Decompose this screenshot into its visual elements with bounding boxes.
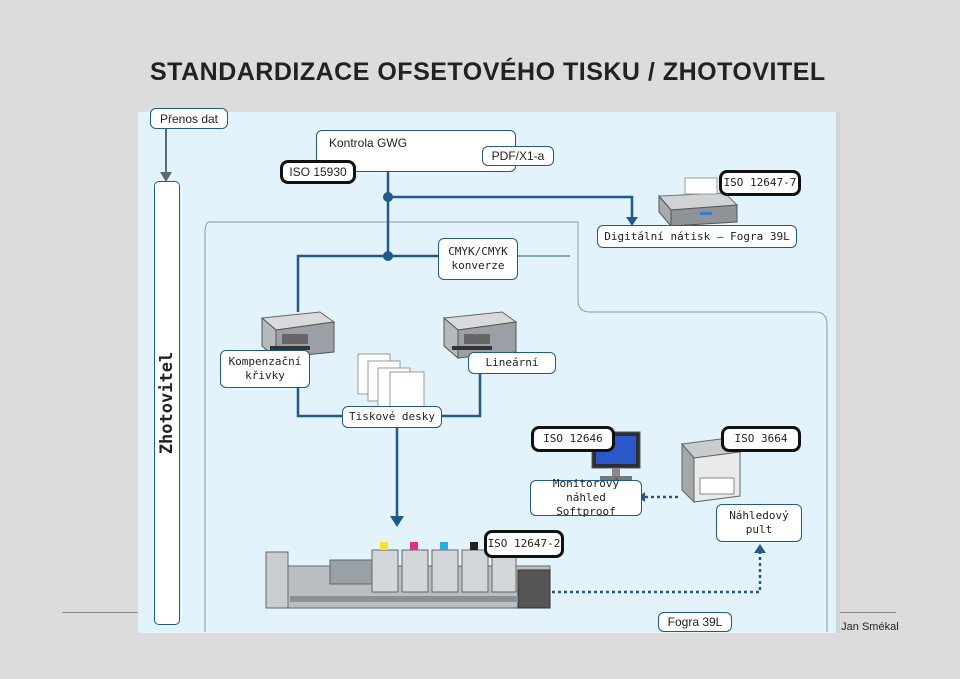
press-to-booth-dotted-link: [552, 552, 762, 594]
cmyk-left-branch: [296, 254, 388, 312]
node-cmyk-label-2: konverze: [451, 259, 505, 272]
footer-divider-left: [62, 612, 142, 613]
node-iso-12647-2-label: ISO 12647-2: [487, 537, 561, 550]
footer-divider-right: [838, 612, 896, 613]
node-iso-15930: ISO 15930: [280, 160, 356, 184]
node-pdf-x1a: PDF/X1-a: [482, 146, 554, 166]
press-to-booth-arrowhead: [754, 544, 766, 553]
viewing-booth-icon: [681, 437, 741, 504]
comp-to-plates-line: [296, 386, 344, 418]
footer-author: 2 Jan Smékal: [832, 621, 899, 633]
node-fogra-39l-label: Fogra 39L: [667, 615, 723, 629]
node-linearni-label: Lineární: [485, 356, 539, 369]
node-prenos-dat-label: Přenos dat: [159, 111, 219, 126]
laser-printer-icon-2: [442, 311, 518, 360]
node-monitorovy-label-1: Monitorový náhled: [552, 477, 620, 504]
node-iso-12646: ISO 12646: [531, 426, 615, 452]
prenos-dat-arrowhead: [160, 172, 172, 182]
node-fogra-39l: Fogra 39L: [658, 612, 732, 632]
offset-press-icon: [265, 542, 551, 609]
node-tiskove-desky: Tiskové desky: [342, 406, 442, 428]
node-prenos-dat: Přenos dat: [150, 108, 228, 129]
side-label-zhotovitel: Zhotovitel: [154, 181, 180, 625]
to-digital-proof-line: [388, 195, 634, 220]
node-iso-3664-label: ISO 3664: [734, 432, 788, 445]
node-nahledovy-label-2: pult: [745, 523, 773, 536]
panel-edge: [836, 112, 840, 633]
node-digitalni-natisk-label: Digitální nátisk – Fogra 39L: [604, 229, 790, 243]
node-linearni: Lineární: [468, 352, 556, 374]
node-iso-12647-7: ISO 12647-7: [719, 170, 801, 196]
linear-to-plates-line: [440, 372, 482, 418]
inkjet-printer-icon: [657, 177, 739, 228]
node-iso-15930-label: ISO 15930: [289, 165, 347, 179]
plates-to-press-arrowhead: [390, 516, 404, 527]
node-iso-12647-7-label: ISO 12647-7: [723, 176, 797, 189]
node-nahledovy-label-1: Náhledový: [729, 509, 789, 522]
node-iso-12647-2: ISO 12647-2: [484, 530, 564, 558]
node-monitorovy-label-2: Softproof: [556, 505, 616, 518]
node-tiskove-desky-label: Tiskové desky: [348, 410, 436, 423]
node-kompenzacni-label-2: křivky: [245, 369, 285, 382]
zhotovitel-frame: [204, 221, 828, 632]
laser-printer-icon: [260, 311, 336, 360]
node-kontrola-gwg-label: Kontrola GWG: [329, 136, 408, 150]
node-kompenzacni-label-1: Kompenzační: [228, 355, 302, 368]
node-iso-12646-label: ISO 12646: [543, 432, 603, 445]
node-cmyk-label-1: CMYK/CMYK: [448, 245, 508, 258]
node-pdf-x1a-label: PDF/X1-a: [491, 149, 545, 163]
page-title: STANDARDIZACE OFSETOVÉHO TISKU / ZHOTOVI…: [150, 58, 826, 86]
side-label-text: Zhotovitel: [157, 351, 177, 455]
node-digitalni-natisk: Digitální nátisk – Fogra 39L: [597, 225, 797, 248]
to-digital-proof-arrowhead: [626, 217, 638, 226]
node-iso-3664: ISO 3664: [721, 426, 801, 452]
